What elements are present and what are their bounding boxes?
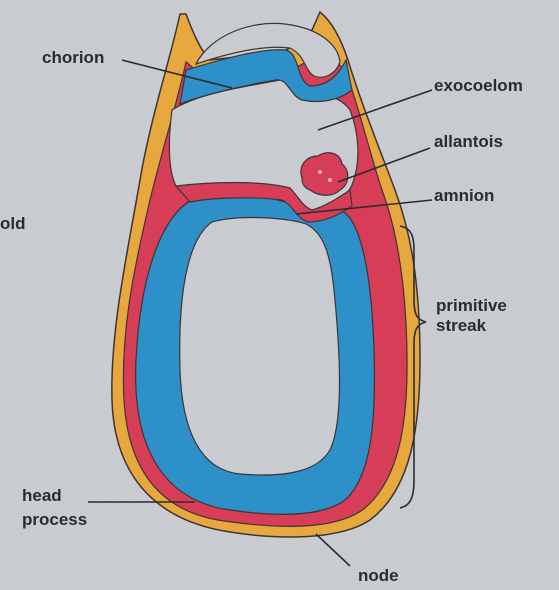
label-chorion: chorion — [42, 48, 104, 67]
label-head-process-line1: head — [22, 486, 62, 505]
label-node: node — [358, 566, 399, 585]
label-allantois: allantois — [434, 132, 503, 151]
label-head-process-line2: process — [22, 510, 87, 529]
label-primitive-streak-line1: primitive — [436, 296, 507, 315]
label-amnion: amnion — [434, 186, 494, 205]
label-fold-partial: old — [0, 214, 26, 233]
label-primitive-streak-line2: streak — [436, 316, 486, 335]
label-exocoelom: exocoelom — [434, 76, 523, 95]
